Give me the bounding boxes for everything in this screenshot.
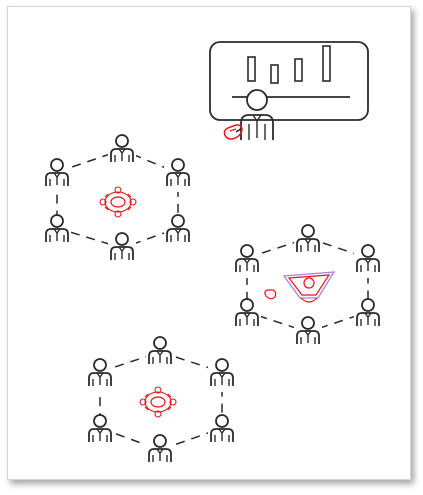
group-person-icon [146, 435, 174, 468]
presentation-board [210, 42, 368, 120]
group-person-icon [86, 415, 114, 448]
group-person-icon [233, 245, 261, 278]
group-person-icon [354, 299, 382, 332]
group-person-icon [233, 299, 261, 332]
group-person-icon [354, 245, 382, 278]
group-person-icon [86, 359, 114, 392]
group-person-icon [208, 359, 236, 392]
team-group-top-left [43, 135, 192, 266]
team-group-bottom [86, 337, 236, 468]
group-person-icon [164, 159, 192, 192]
group-person-icon [146, 337, 174, 370]
group-person-icon [164, 215, 192, 248]
group-person-icon [294, 317, 322, 350]
group-person-icon [108, 135, 136, 168]
group-person-icon [108, 233, 136, 266]
group-person-icon [208, 415, 236, 448]
group-person-icon [294, 225, 322, 258]
pointing-hand-icon [224, 125, 242, 139]
round-table-cluster-icon [100, 187, 136, 217]
presenter-group [210, 42, 368, 140]
group-person-icon [43, 215, 71, 248]
round-table-cluster-icon [140, 387, 176, 417]
team-group-right [233, 225, 382, 350]
bar-chart-icon [248, 46, 330, 83]
speaker-funnel-icon [265, 272, 334, 302]
group-person-icon [43, 159, 71, 192]
